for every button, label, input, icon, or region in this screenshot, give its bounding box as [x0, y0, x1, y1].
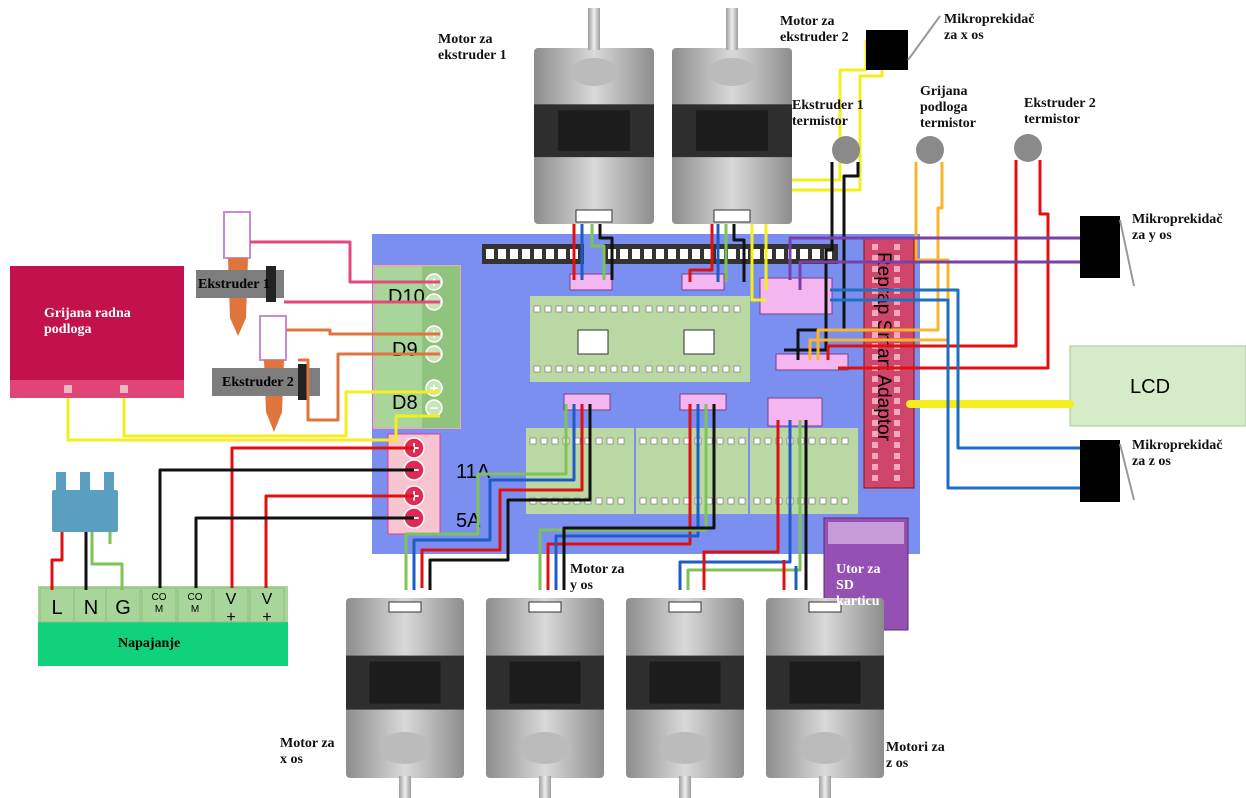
- label-endstop-y: Mikroprekidač za y os: [1132, 212, 1223, 243]
- motor-x: [346, 598, 464, 798]
- connector-motor-x: [563, 393, 611, 411]
- label-endstop-x: Mikroprekidač za x os: [944, 12, 1035, 43]
- psu-terminal-6: V+: [249, 587, 285, 626]
- label-motor-y: Motor za y os: [570, 562, 625, 593]
- motor-z-1: [626, 598, 744, 798]
- pin-header-top-left: [482, 244, 584, 264]
- terminal-block-outputs: [373, 265, 461, 429]
- svg-text:N: N: [84, 597, 98, 619]
- psu-terminal-5: V+: [213, 587, 249, 626]
- label-motor-z: Motori za z os: [886, 740, 945, 771]
- label-motor-ext2: Motor za ekstruder 2: [780, 14, 849, 45]
- svg-text:CO: CO: [152, 592, 167, 603]
- svg-text:CO: CO: [188, 592, 203, 603]
- label-d9: D9: [392, 339, 418, 361]
- label-11a: 11A: [456, 461, 491, 483]
- endstop-z: [1080, 440, 1135, 502]
- thermistor-bed: [916, 136, 944, 164]
- extruder-2: [212, 315, 320, 432]
- svg-text:+: +: [430, 380, 439, 397]
- label-ext2-thermistor: Ekstruder 2 termistor: [1024, 96, 1096, 127]
- motor-extruder-1: [534, 8, 654, 224]
- svg-text:V: V: [226, 591, 237, 608]
- terminal-sign-4: +: [425, 379, 443, 397]
- label-extruder-1: Ekstruder 1: [198, 277, 270, 292]
- label-extruder-2: Ekstruder 2: [222, 375, 294, 390]
- label-lcd: LCD: [1130, 376, 1170, 398]
- label-d10: D10: [388, 286, 425, 308]
- endstop-x: [866, 15, 941, 70]
- label-psu: Napajanje: [118, 636, 181, 651]
- psu-terminal-0: L: [39, 587, 75, 623]
- psu-terminal-2: G: [105, 587, 141, 623]
- extruder-1: [196, 211, 284, 336]
- motor-extruder-2: [672, 8, 792, 224]
- connector-motor-ext1: [569, 273, 613, 291]
- svg-text:G: G: [115, 597, 131, 619]
- connector-motor-ext2: [681, 273, 725, 291]
- label-bed-thermistor: Grijana podloga termistor: [920, 84, 976, 131]
- label-sd-slot: Utor za SD karticu: [836, 562, 881, 609]
- svg-text:V: V: [262, 591, 273, 608]
- svg-text:M: M: [155, 604, 163, 615]
- motor-y: [486, 598, 604, 798]
- thermistor-ext1: [832, 136, 860, 164]
- psu-terminal-3: COM: [141, 587, 177, 623]
- smart-adaptor: Reprap Smart Adaptor: [863, 237, 915, 489]
- connector-motor-z: [767, 397, 823, 427]
- label-ext1-thermistor: Ekstruder 1 termistor: [792, 98, 864, 129]
- svg-text:M: M: [191, 604, 199, 615]
- lcd-display: LCD: [1069, 345, 1246, 427]
- terminal-sign-5: −: [425, 399, 443, 417]
- svg-text:L: L: [51, 597, 62, 619]
- label-heated-bed: Grijana radna podloga: [44, 306, 131, 337]
- label-5a: 5A: [456, 510, 481, 532]
- svg-text:+: +: [226, 609, 235, 626]
- connector-motor-y: [679, 393, 727, 411]
- label-motor-ext1: Motor za ekstruder 1: [438, 32, 507, 63]
- connector-thermistors: [775, 353, 849, 371]
- label-endstop-z: Mikroprekidač za z os: [1132, 438, 1223, 469]
- svg-text:−: −: [430, 400, 439, 417]
- connector-endstops: [759, 277, 833, 315]
- psu-terminal-1: N: [73, 587, 109, 623]
- label-motor-x: Motor za x os: [280, 736, 335, 767]
- psu-terminal-4: COM: [177, 587, 213, 623]
- svg-text:+: +: [262, 609, 271, 626]
- heated-bed: [10, 266, 184, 398]
- thermistor-ext2: [1014, 134, 1042, 162]
- label-d8: D8: [392, 392, 418, 414]
- motor-z-2: [766, 598, 884, 798]
- endstop-y: [1080, 216, 1135, 287]
- mains-plug: [52, 472, 118, 532]
